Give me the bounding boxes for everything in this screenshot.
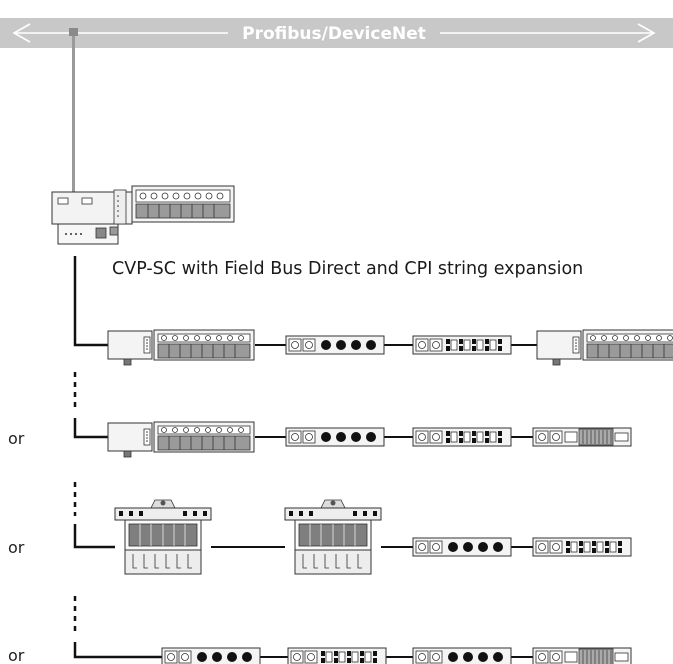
string-row-2 xyxy=(107,421,632,458)
branch-cable-4 xyxy=(73,642,162,659)
branch-cable-3 xyxy=(73,524,115,549)
string-row-4 xyxy=(161,647,632,664)
or-label-3: or xyxy=(8,646,25,664)
valve-manifold-1 xyxy=(114,499,212,575)
io-module-round-2 xyxy=(285,427,385,447)
io-module-round-3 xyxy=(412,537,512,557)
controller-caption: CVP-SC with Field Bus Direct and CPI str… xyxy=(112,259,583,279)
valve-terminal-2 xyxy=(536,329,673,366)
branch-cable-2 xyxy=(73,418,108,439)
io-module-ribbon-1 xyxy=(532,427,632,447)
bus-tap xyxy=(69,28,78,36)
valve-terminal-3 xyxy=(107,421,255,458)
io-module-ribbon-2 xyxy=(532,647,632,664)
fieldbus-line: Profibus/DeviceNet xyxy=(0,18,673,48)
io-module-terminal-4 xyxy=(287,647,387,664)
io-module-round-4 xyxy=(161,647,261,664)
or-label-1: or xyxy=(8,429,25,448)
io-module-terminal-3 xyxy=(532,537,632,557)
fieldbus-label: Profibus/DeviceNet xyxy=(242,24,426,44)
or-label-2: or xyxy=(8,538,25,557)
fieldbus-arrow xyxy=(12,23,656,43)
io-module-terminal-1 xyxy=(412,335,512,355)
bus-drop-line xyxy=(72,28,75,192)
io-module-round-1 xyxy=(285,335,385,355)
io-module-terminal-2 xyxy=(412,427,512,447)
string-row-1 xyxy=(107,329,673,366)
trunk-cable xyxy=(73,256,108,347)
io-module-round-5 xyxy=(412,647,512,664)
cvp-sc-controller xyxy=(51,185,235,245)
string-row-3 xyxy=(114,499,632,575)
valve-manifold-2 xyxy=(284,499,382,575)
valve-terminal-1 xyxy=(107,329,255,366)
